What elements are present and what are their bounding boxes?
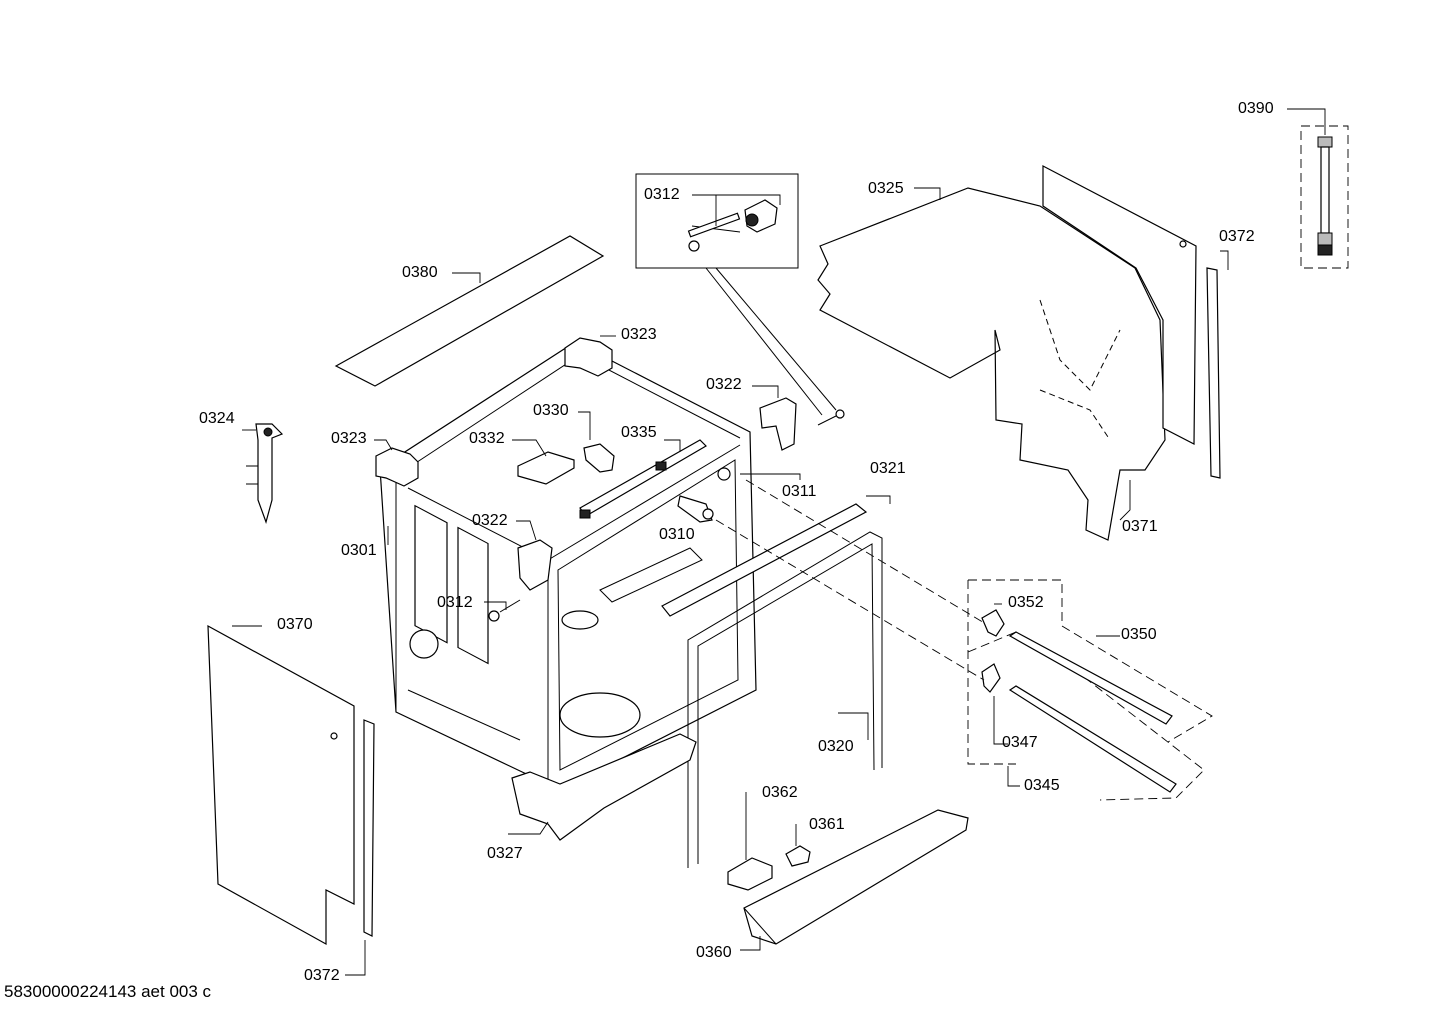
label-0310[interactable]: 0310	[659, 526, 695, 543]
group-0350-0345	[715, 479, 1213, 801]
label-0320[interactable]: 0320	[818, 738, 854, 755]
label-0370[interactable]: 0370	[277, 616, 313, 633]
part-0323-hinge-left	[374, 439, 419, 487]
part-0320-door-seal	[687, 531, 883, 868]
part-0371-side-panel	[1042, 165, 1197, 521]
part-0362-module	[727, 792, 773, 891]
label-0345[interactable]: 0345	[1024, 777, 1060, 794]
label-0323-top[interactable]: 0323	[621, 326, 657, 343]
part-0332-block	[512, 439, 575, 485]
part-0360-base-tray	[740, 809, 969, 951]
label-0330[interactable]: 0330	[533, 402, 569, 419]
label-0323-left[interactable]: 0323	[331, 430, 367, 447]
label-0325[interactable]: 0325	[868, 180, 904, 197]
part-0322-bracket-top	[752, 385, 797, 451]
label-0312-mid[interactable]: 0312	[437, 594, 473, 611]
label-0332[interactable]: 0332	[469, 430, 505, 447]
label-0335[interactable]: 0335	[621, 424, 657, 441]
part-0325-insulation	[817, 187, 1166, 541]
label-0350[interactable]: 0350	[1121, 626, 1157, 643]
part-0370-side-panel	[207, 624, 355, 946]
detail-box-0312	[635, 173, 845, 426]
part-0321-rail	[661, 495, 891, 617]
label-0347[interactable]: 0347	[1002, 734, 1038, 751]
part-0361-clip	[785, 824, 811, 867]
label-0321[interactable]: 0321	[870, 460, 906, 477]
part-0335-rail	[579, 439, 707, 519]
label-0322-top[interactable]: 0322	[706, 376, 742, 393]
label-0371[interactable]: 0371	[1122, 518, 1158, 535]
part-0372-strip-right	[1206, 250, 1229, 479]
label-0311[interactable]: 0311	[782, 483, 817, 500]
document-id: 58300000224143 aet 003 c	[4, 982, 212, 1001]
label-0327[interactable]: 0327	[487, 845, 523, 862]
part-0390-hose	[1287, 108, 1349, 269]
part-0310-guide	[677, 495, 714, 523]
label-0372-bottom[interactable]: 0372	[304, 967, 340, 984]
label-0301[interactable]: 0301	[341, 542, 377, 559]
label-0360[interactable]: 0360	[696, 944, 732, 961]
label-0324[interactable]: 0324	[199, 410, 235, 427]
label-0372-right[interactable]: 0372	[1219, 228, 1255, 245]
part-0311-roller	[717, 467, 801, 481]
label-0322-mid[interactable]: 0322	[472, 512, 508, 529]
part-0301-tub	[379, 341, 757, 791]
part-0330-latch	[578, 411, 615, 473]
label-0390[interactable]: 0390	[1238, 100, 1274, 117]
part-0322-bracket-mid	[516, 520, 553, 591]
part-0312-screw-mid	[484, 599, 521, 622]
part-0372-strip-bottom	[345, 719, 375, 976]
part-0323-hinge-top	[564, 335, 616, 377]
label-0312-detail[interactable]: 0312	[644, 186, 680, 203]
part-0324-bracket	[242, 423, 284, 524]
label-0361[interactable]: 0361	[809, 816, 845, 833]
part-0327-base-trim	[508, 733, 697, 841]
label-0362[interactable]: 0362	[762, 784, 798, 801]
label-0380[interactable]: 0380	[402, 264, 438, 281]
part-0380-top-plate	[334, 235, 605, 387]
label-0352[interactable]: 0352	[1008, 594, 1044, 611]
